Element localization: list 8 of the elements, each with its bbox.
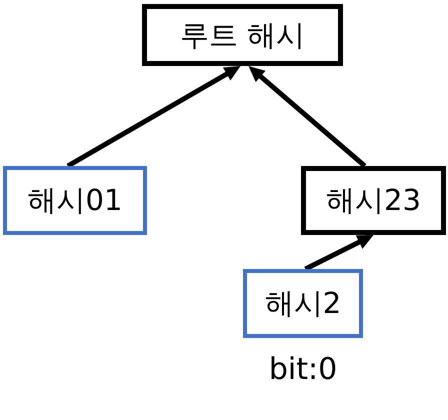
arrow xyxy=(304,234,374,272)
arrow xyxy=(248,66,366,168)
hash-box: 루트 해시 xyxy=(142,4,343,66)
arrow xyxy=(66,66,241,168)
hash-box: 해시2 xyxy=(243,269,363,338)
hash-box: 해시23 xyxy=(301,166,446,235)
node-label: bit:0 xyxy=(268,352,338,388)
hash-box: 해시01 xyxy=(3,166,147,235)
